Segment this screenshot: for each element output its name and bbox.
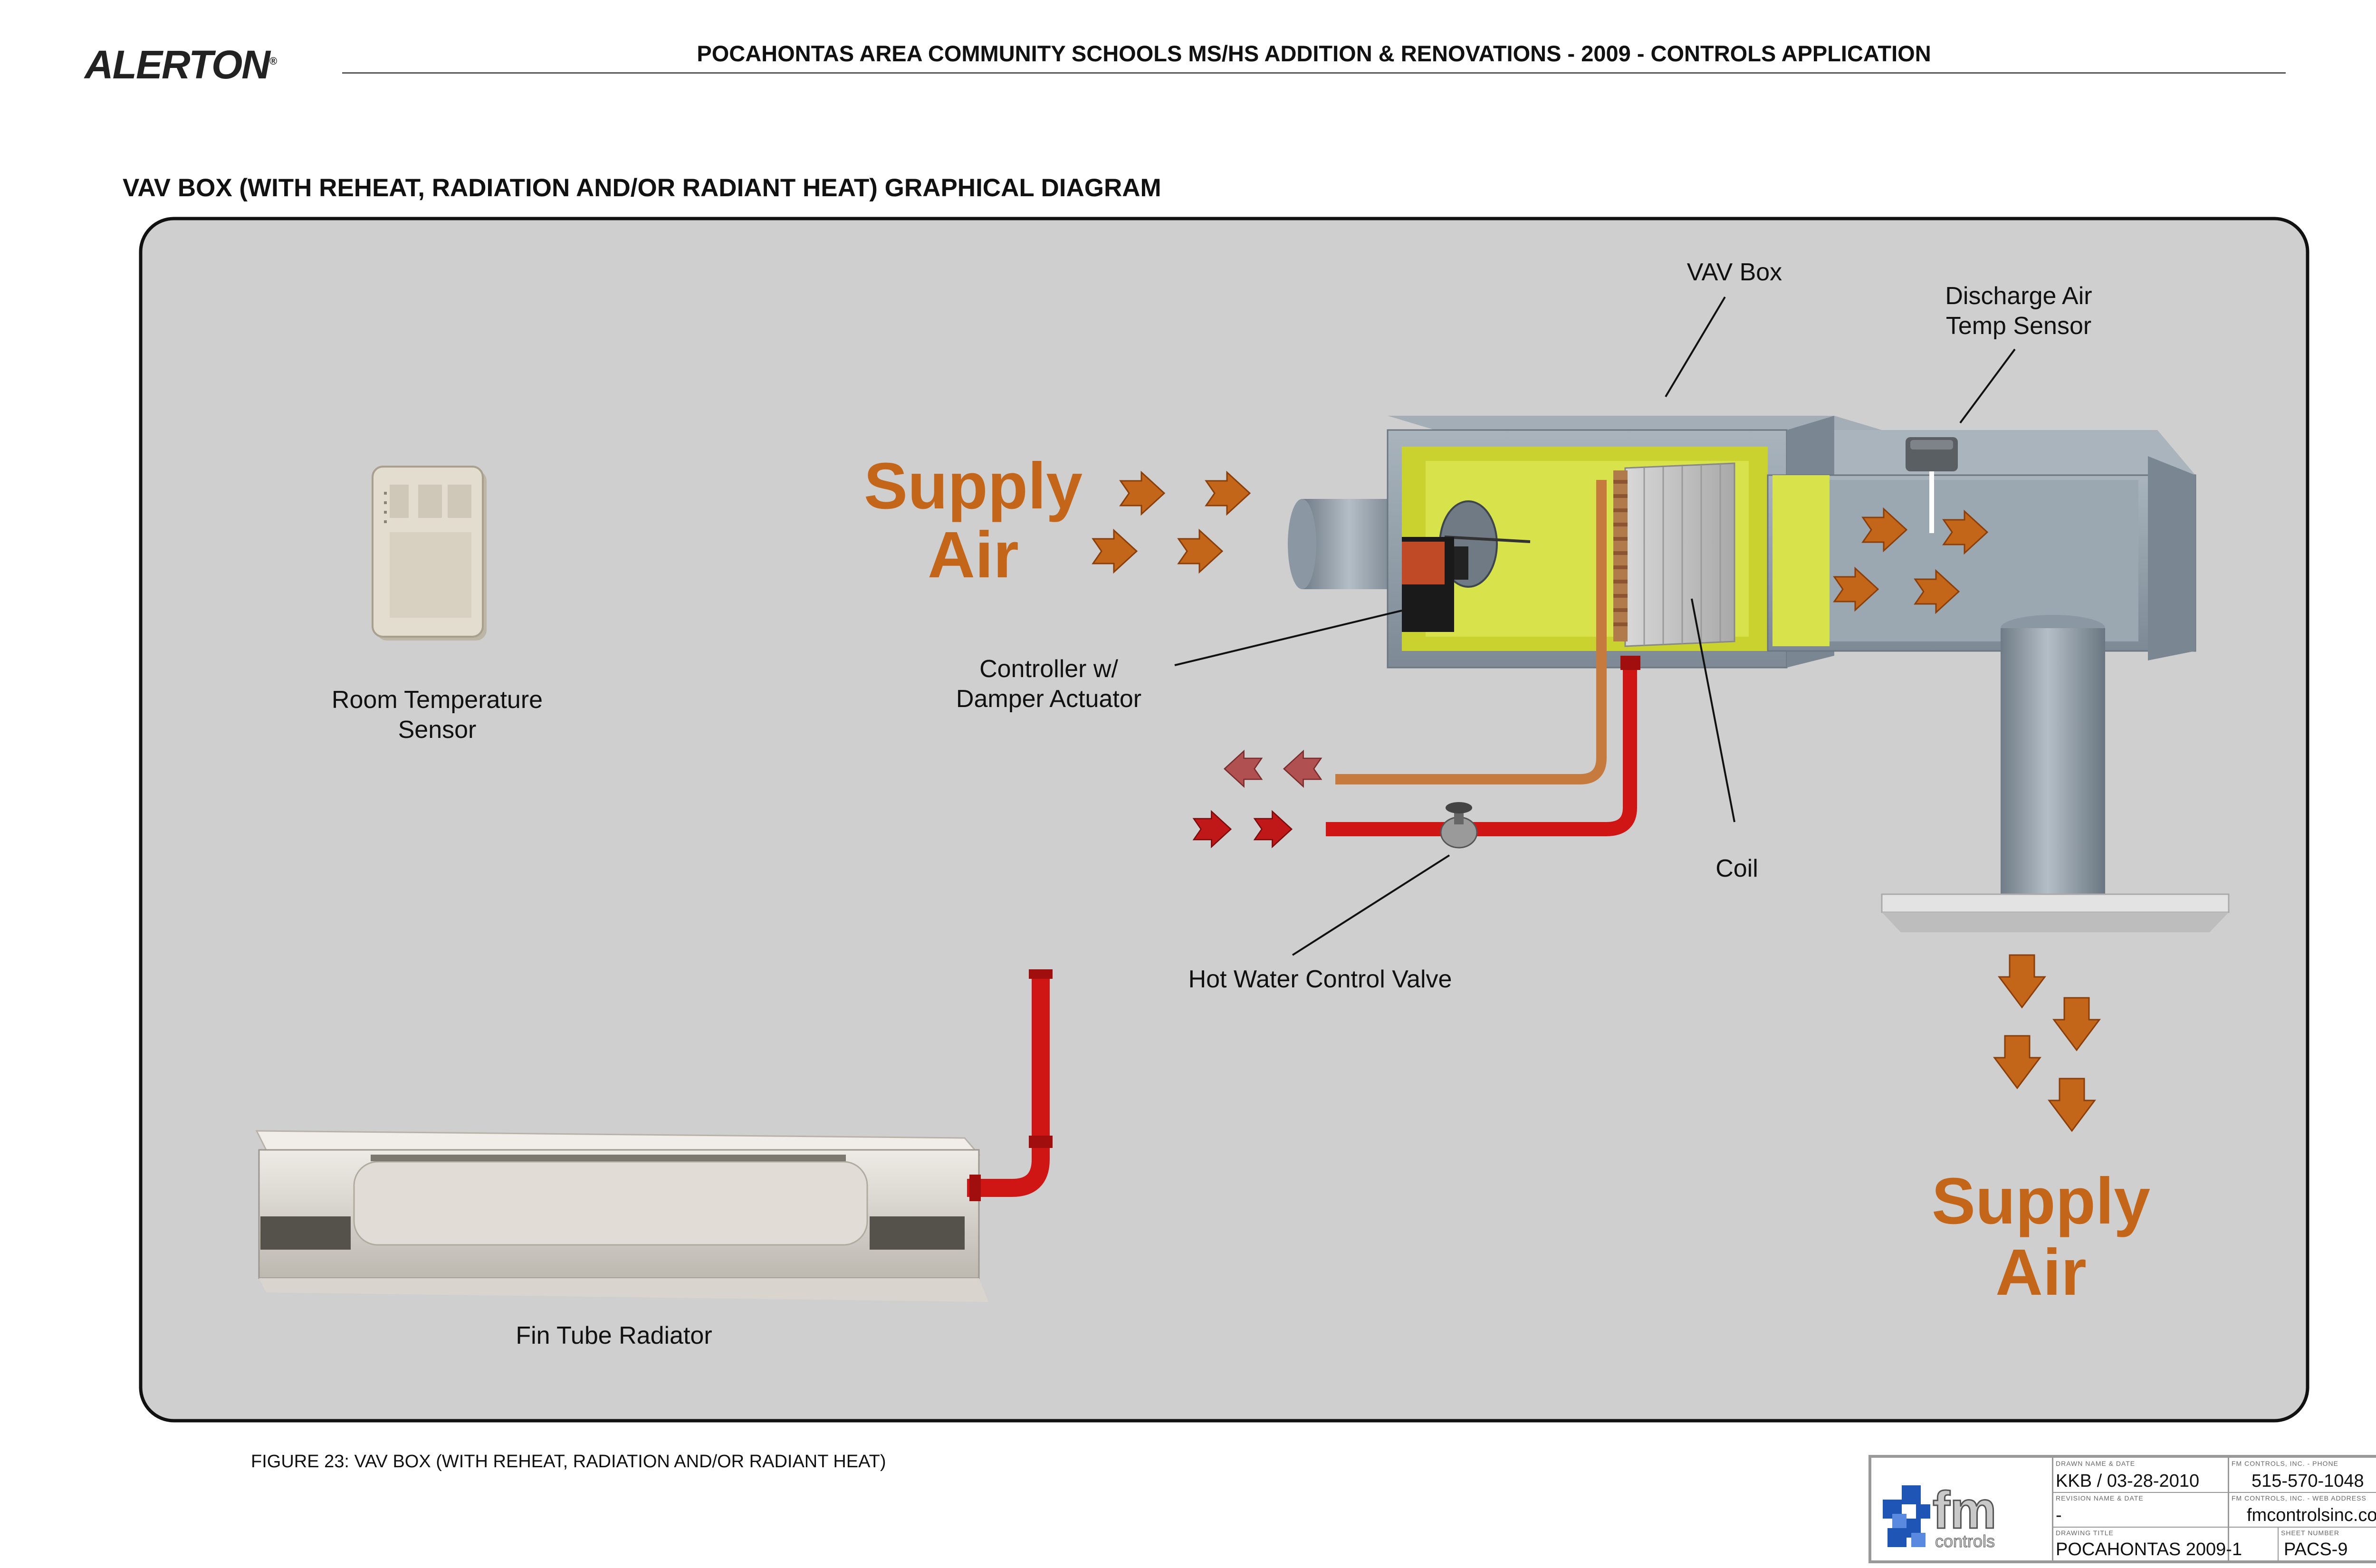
supply-air-in-label-2: Air [928,518,1019,592]
leader-discharge-sensor [1959,348,2016,424]
hot-water-supply-pipe [1326,663,1637,836]
web-value: fmcontrolsinc.com [2247,1505,2376,1525]
room-temperature-sensor [372,466,487,641]
coil [1613,462,1735,647]
web-label: FM CONTROLS, INC. - WEB ADDRESS [2232,1494,2366,1502]
svg-text:fm: fm [1933,1481,1996,1539]
drawn-value: KKB / 03-28-2010 [2056,1471,2200,1491]
supply-air-out-label-1: Supply [1932,1165,2150,1238]
leader-coil [1691,598,1735,822]
fm-controls-logo: fm controls [1878,1466,2021,1557]
diagram-title: VAV BOX (WITH REHEAT, RADIATION AND/OR R… [123,174,1161,202]
alerton-logo: ALERTON® [85,42,277,87]
coil-label: Coil [1715,855,1758,882]
vav-box-label: VAV Box [1687,258,1782,286]
figure-caption: FIGURE 23: VAV BOX (WITH REHEAT, RADIATI… [251,1452,886,1472]
header-title: POCAHONTAS AREA COMMUNITY SCHOOLS MS/HS … [697,41,1931,66]
room-temp-label-2: Sensor [398,716,477,744]
svg-text:controls: controls [1935,1531,1995,1551]
hot-water-control-valve [1440,802,1478,849]
title-block: fm controls DRAWN NAME & DATE KKB / 03-2… [1868,1455,2376,1563]
sheet-value: PACS-9 [2284,1539,2348,1559]
supply-air-in-label-1: Supply [864,449,1083,523]
fin-tube-radiator [255,1130,988,1302]
discharge-air-temp-sensor [1906,437,1958,533]
controller-damper-actuator [1402,537,1468,632]
ceiling-diffuser [1881,893,2230,932]
room-temp-label-1: Room Temperature [332,686,543,714]
header-rule [342,72,2286,74]
drawing-title-label: DRAWING TITLE [2056,1529,2114,1537]
controller-label-2: Damper Actuator [956,685,1141,713]
discharge-air-label-1: Discharge Air [1945,282,2092,310]
radiator-pipe [967,972,1050,1197]
drawn-label: DRAWN NAME & DATE [2056,1460,2136,1467]
revision-label: REVISION NAME & DATE [2056,1494,2144,1502]
controller-label-1: Controller w/ [979,655,1118,683]
leader-controller [1174,610,1402,666]
supply-air-out-label-2: Air [1995,1236,2087,1309]
sheet-label: SHEET NUMBER [2281,1529,2339,1537]
drawing-title-value: POCAHONTAS 2009-1 [2056,1539,2242,1559]
leader-valve [1292,854,1450,956]
fin-tube-label: Fin Tube Radiator [516,1322,712,1349]
leader-vav-box [1665,296,1726,398]
discharge-air-label-2: Temp Sensor [1946,312,2091,340]
revision-value: - [2056,1505,2062,1525]
discharge-duct [2001,615,2105,919]
discharge-plenum [1767,430,2196,660]
return-pipe [1335,480,1607,784]
hot-water-valve-label: Hot Water Control Valve [1188,966,1452,993]
phone-label: FM CONTROLS, INC. - PHONE [2232,1460,2338,1467]
phone-value: 515-570-1048 [2251,1471,2364,1491]
